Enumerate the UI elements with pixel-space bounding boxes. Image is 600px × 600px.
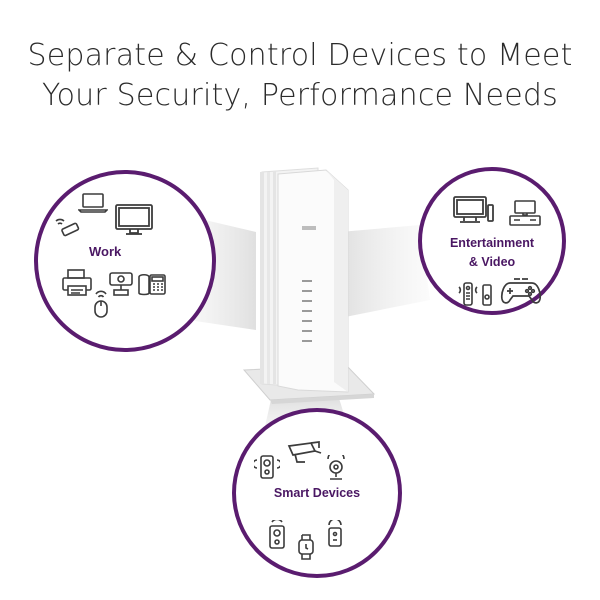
console-tv-icon <box>508 199 542 227</box>
entertainment-label: Entertainment & Video <box>430 234 554 272</box>
router <box>226 160 376 415</box>
headline-line-2: Your Security, Performance Needs <box>42 78 558 113</box>
entertainment-label-line-2: & Video <box>468 255 516 269</box>
router-leds <box>302 280 312 342</box>
headline-line-1: Separate & Control Devices to Meet <box>27 38 573 73</box>
work-label: Work <box>89 244 122 259</box>
monitor-icon <box>114 203 154 237</box>
printer-icon <box>60 268 94 298</box>
usb-wifi-icon <box>52 212 82 238</box>
entertainment-circle <box>418 167 566 315</box>
desk-phone-icon <box>137 272 167 296</box>
smartwatch-icon <box>296 533 316 561</box>
headline: Separate & Control Devices to Meet Your … <box>0 36 600 116</box>
tv-icon <box>452 195 494 227</box>
wireless-mouse-icon <box>90 288 112 318</box>
smart-plug-icon <box>323 520 347 548</box>
work-circle <box>34 170 216 352</box>
remote-icon <box>456 281 480 307</box>
speaker-icon <box>481 283 493 307</box>
smart-devices-label: Smart Devices <box>273 486 361 500</box>
laptop-icon <box>78 192 108 214</box>
beam-entertainment <box>340 225 430 318</box>
webcam-icon <box>108 271 134 297</box>
smart-speaker-icon <box>324 455 348 483</box>
security-camera-icon <box>287 440 325 466</box>
home-hub-icon <box>266 520 288 550</box>
smart-devices-circle <box>232 408 402 578</box>
entertainment-label-line-1: Entertainment <box>449 236 535 250</box>
gamepad-icon <box>500 277 542 307</box>
smart-doorbell-icon <box>254 454 280 482</box>
router-logo <box>302 226 316 230</box>
